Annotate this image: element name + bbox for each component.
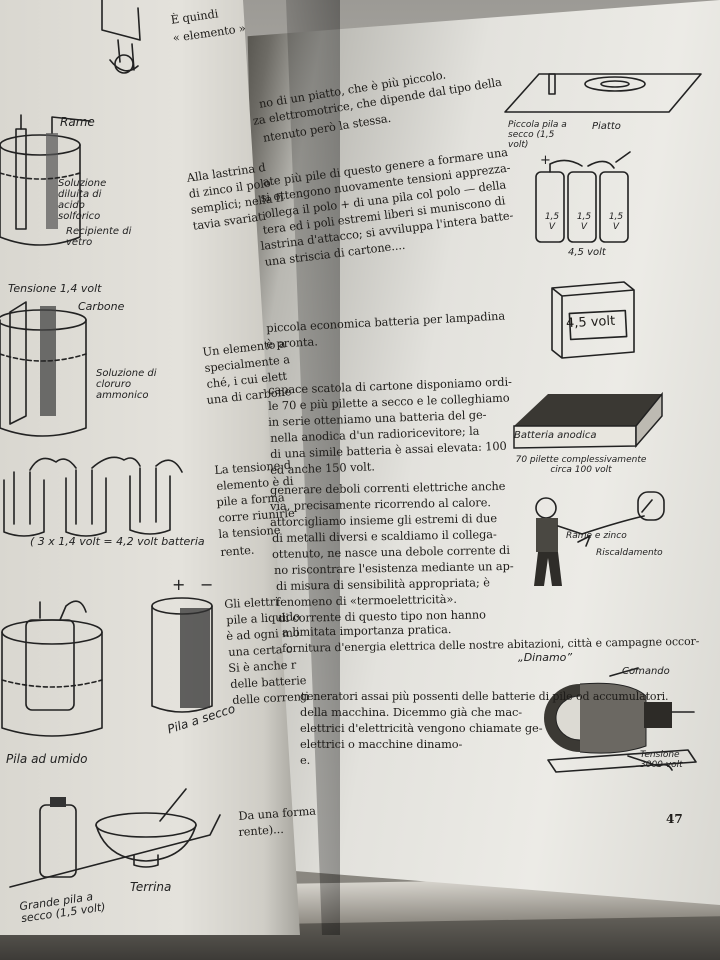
label-tensione-3000: Tensione 3000 volt <box>640 750 683 770</box>
left-text-fragment-16: rente. <box>219 542 255 559</box>
label-soluzione-acido: Soluzione diluita di acido solforico <box>58 178 107 222</box>
label-1-5v-b: 1,5 V <box>576 212 592 232</box>
battery-box-drawing <box>551 281 635 359</box>
label-1-5v-a: 1,5 V <box>544 212 560 232</box>
dry-cell-drawing: + − <box>151 575 213 713</box>
svg-text:+: + <box>540 153 551 168</box>
label-rame: Rame <box>60 115 95 129</box>
label-pila-umido: Pila ad umido <box>6 752 88 766</box>
label-carbone: Carbone <box>78 300 125 313</box>
label-terrina: Terrina <box>130 880 172 894</box>
three-cell-battery-drawing <box>3 456 183 537</box>
label-4-5-volt-cells: 4,5 volt <box>568 247 606 258</box>
right-text-line-11: è pronta. <box>265 334 319 351</box>
dynamo-drawing <box>544 667 697 773</box>
svg-text:−: − <box>200 575 213 594</box>
page-number: 47 <box>666 812 683 826</box>
label-piccola-pila: Piccola pila a secco (1,5 volt) <box>508 120 567 150</box>
label-piatto: Piatto <box>592 121 621 132</box>
label-comando: Comando <box>622 666 670 677</box>
label-4-5-volt-box: 4,5 volt <box>565 313 616 332</box>
right-text-line-31: elettrici d'elettricità vengono chiamate… <box>300 721 543 735</box>
thermocouple-boy-drawing <box>534 491 665 586</box>
label-rame-zinco: Rame e zinco <box>566 531 627 541</box>
right-text-line-29: generatori assai più possenti delle batt… <box>300 690 669 703</box>
label-tensione: Tensione 1,4 volt <box>8 282 102 295</box>
label-70-pilette: 70 pilette complessivamente circa 100 vo… <box>515 455 647 475</box>
label-batteria-anodica: Batteria anodica <box>514 430 597 441</box>
label-recipiente: Recipiente di vetro <box>66 226 132 248</box>
label-1-5v-c: 1,5 V <box>608 212 624 232</box>
label-batteria: ( 3 x 1,4 volt = 4,2 volt batteria <box>30 535 205 548</box>
svg-text:+: + <box>172 575 185 594</box>
label-riscaldamento: Riscaldamento <box>596 548 663 558</box>
ammonium-cell-drawing <box>0 301 87 437</box>
wet-cell-drawing <box>1 600 103 737</box>
small-cell-plate-drawing <box>504 73 702 113</box>
right-page <box>247 0 720 905</box>
acid-cell-drawing <box>0 114 91 246</box>
three-dry-cells-drawing: + <box>535 151 631 243</box>
top-cell-drawing <box>101 0 141 74</box>
right-text-line-33: e. <box>300 753 311 767</box>
right-text-line-30: della macchina. Dicemmo già che mac- <box>300 705 523 719</box>
anode-battery-drawing <box>513 391 663 449</box>
large-cell-and-bowl-drawing <box>9 788 221 888</box>
label-soluzione-cloruro: Soluzione di cloruro ammonico <box>96 368 157 401</box>
left-text-fragment-17: Gli elettri <box>223 594 279 611</box>
label-dinamo: „Dinamo” <box>518 651 573 664</box>
right-text-line-32: elettrici o macchine dinamo- <box>300 737 463 751</box>
